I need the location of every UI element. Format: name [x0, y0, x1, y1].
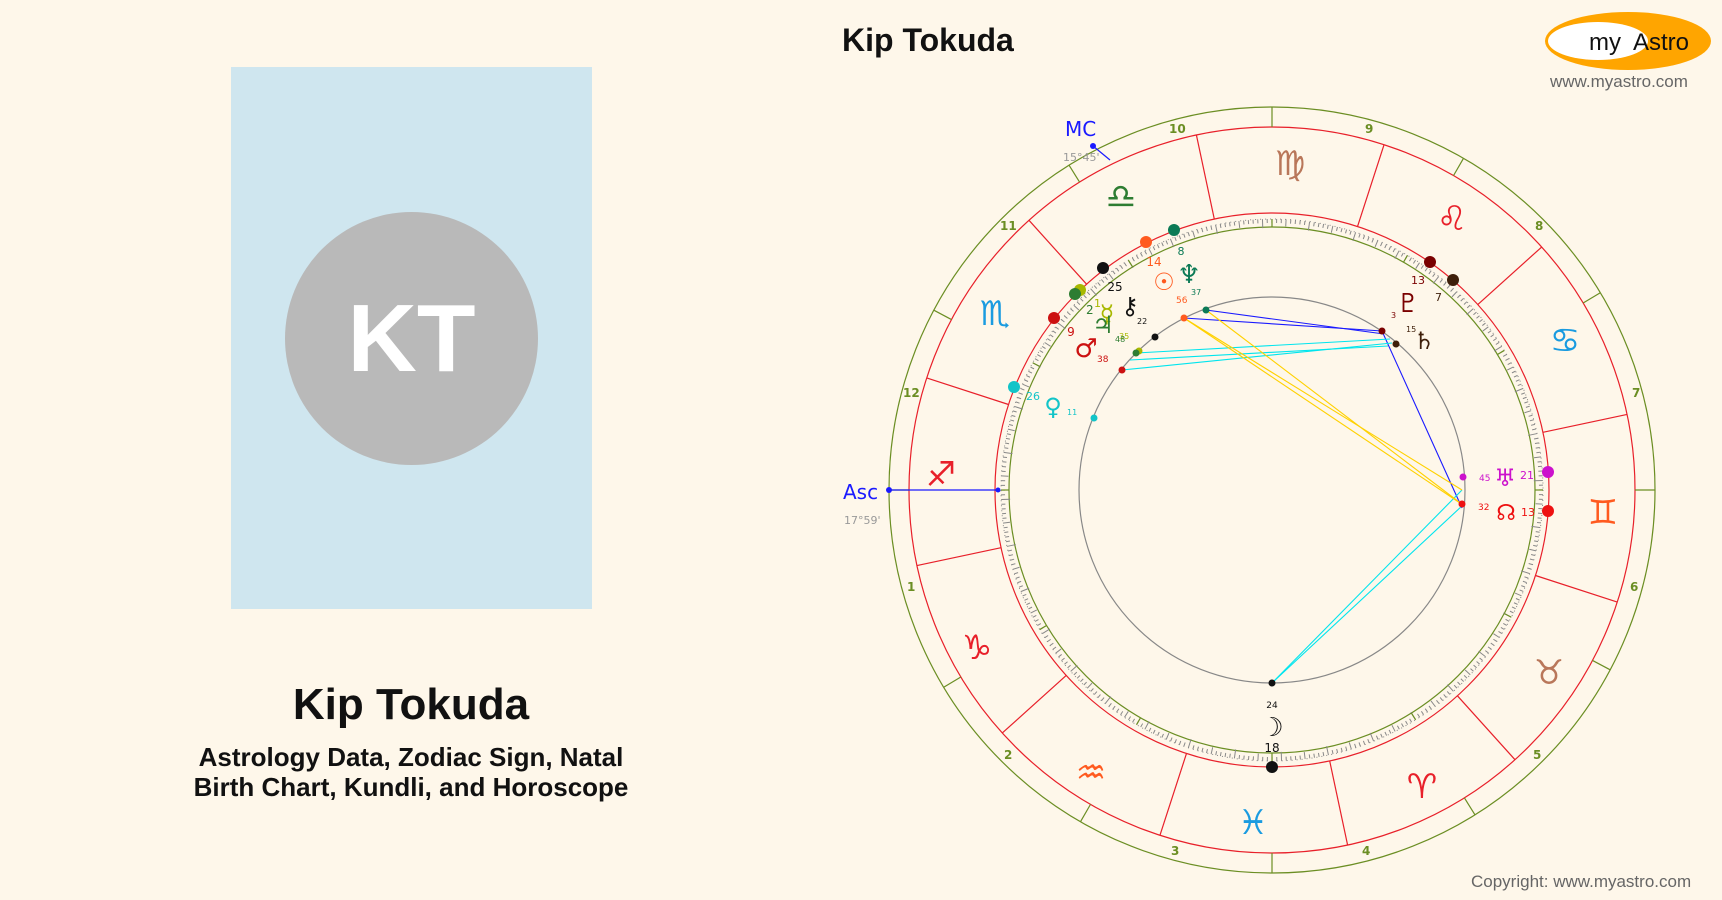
virgo-icon: ♍: [1275, 144, 1305, 184]
uranus-icon: ♅: [1494, 464, 1516, 492]
libra-icon: ♎: [1106, 177, 1136, 217]
subtitle-line-1: Astrology Data, Zodiac Sign, Natal: [198, 742, 624, 772]
logo-url[interactable]: www.myastro.com: [1550, 72, 1688, 91]
svg-text:11: 11: [1000, 219, 1017, 233]
aspect-lines: [1121, 309, 1464, 684]
subtitle-line-2: Birth Chart, Kundli, and Horoscope: [193, 772, 629, 802]
pisces-icon: ♓: [1238, 803, 1268, 843]
taurus-icon: ♉: [1534, 653, 1564, 693]
chiron-icon: ⚷: [1121, 292, 1139, 320]
sagittarius-icon: ♐: [926, 455, 956, 495]
svg-text:21: 21: [1520, 469, 1534, 482]
svg-text:9: 9: [1067, 325, 1075, 339]
svg-text:13: 13: [1521, 506, 1535, 519]
planet-labels: ☉ 14 56 ☽ 18 24 ☿ 1 35 ♀ 26 11 ♂ 9 38 ♃ …: [1026, 245, 1535, 755]
svg-text:56: 56: [1176, 296, 1188, 306]
profile-photo-placeholder: KT: [231, 67, 592, 609]
planet-markers: [1008, 224, 1554, 773]
profile-subtitle: Astrology Data, Zodiac Sign, Natal Birth…: [0, 742, 822, 802]
mc-label: MC: [1065, 117, 1096, 141]
cancer-icon: ♋: [1550, 321, 1580, 361]
logo-astro: Astro: [1633, 29, 1689, 56]
leo-icon: ♌: [1437, 199, 1467, 239]
svg-text:48: 48: [1115, 335, 1125, 344]
profile-name: Kip Tokuda: [292, 680, 530, 729]
svg-text:11: 11: [1067, 408, 1077, 417]
svg-text:3: 3: [1171, 844, 1179, 858]
avatar-initials: KT: [347, 284, 476, 392]
chart-title: Kip Tokuda: [842, 22, 1014, 58]
svg-text:45: 45: [1479, 474, 1490, 484]
copyright-text: Copyright: www.myastro.com: [1471, 872, 1692, 891]
svg-text:4: 4: [1362, 844, 1370, 858]
aquarius-icon: ♒: [1076, 753, 1106, 793]
inner-planet-points: [1090, 306, 1467, 687]
gemini-icon: ♊: [1588, 493, 1618, 533]
svg-text:25: 25: [1107, 280, 1122, 294]
svg-text:7: 7: [1435, 291, 1442, 304]
svg-text:35: 35: [1119, 332, 1129, 341]
svg-text:32: 32: [1478, 503, 1489, 513]
saturn-icon: ♄: [1413, 327, 1435, 355]
north-node-icon: ☊: [1496, 501, 1516, 526]
svg-text:12: 12: [903, 386, 920, 400]
svg-text:14: 14: [1146, 255, 1161, 269]
mercury-icon: ☿: [1100, 300, 1115, 328]
svg-text:5: 5: [1533, 748, 1541, 762]
svg-text:10: 10: [1169, 122, 1186, 136]
avatar: KT: [285, 212, 538, 465]
svg-text:26: 26: [1026, 390, 1040, 403]
svg-text:22: 22: [1137, 317, 1147, 326]
svg-text:1: 1: [1094, 297, 1101, 310]
sun-icon: ☉: [1153, 268, 1175, 296]
svg-text:18: 18: [1264, 741, 1279, 755]
zodiac-signs: ♐ ♑ ♒ ♓ ♈ ♉ ♊ ♋ ♌ ♍ ♎ ♏: [926, 144, 1618, 843]
jupiter-icon: ♃: [1092, 311, 1114, 339]
svg-text:9: 9: [1365, 122, 1373, 136]
moon-icon: ☽: [1260, 713, 1283, 743]
myastro-logo[interactable]: my Astro: [1543, 10, 1713, 72]
aries-icon: ♈: [1407, 767, 1437, 807]
house-numbers: 1 2 3 4 5 6 7 8 9 10 11 12: [903, 122, 1640, 858]
logo-my: my: [1589, 29, 1621, 56]
venus-icon: ♀: [1044, 393, 1062, 421]
svg-text:15: 15: [1406, 325, 1416, 334]
asc-label: Asc: [843, 480, 878, 504]
svg-text:7: 7: [1632, 386, 1640, 400]
neptune-icon: ♆: [1177, 260, 1200, 290]
scorpio-icon: ♏: [980, 294, 1010, 334]
capricorn-icon: ♑: [962, 628, 992, 668]
svg-text:1: 1: [907, 580, 915, 594]
mc-degree: 15°45': [1063, 151, 1100, 164]
svg-text:2: 2: [1004, 748, 1012, 762]
svg-text:3: 3: [1391, 311, 1396, 320]
asc-degree: 17°59': [844, 514, 881, 527]
svg-text:8: 8: [1178, 245, 1185, 258]
pluto-icon: ♇: [1396, 289, 1419, 319]
mars-icon: ♂: [1074, 334, 1097, 364]
sign-dividers: [916, 134, 1628, 846]
svg-text:38: 38: [1097, 355, 1109, 365]
svg-text:8: 8: [1535, 219, 1543, 233]
svg-text:2: 2: [1086, 303, 1094, 317]
svg-text:6: 6: [1630, 580, 1638, 594]
svg-text:37: 37: [1191, 288, 1201, 297]
svg-text:24: 24: [1266, 701, 1278, 711]
svg-text:13: 13: [1411, 274, 1425, 287]
